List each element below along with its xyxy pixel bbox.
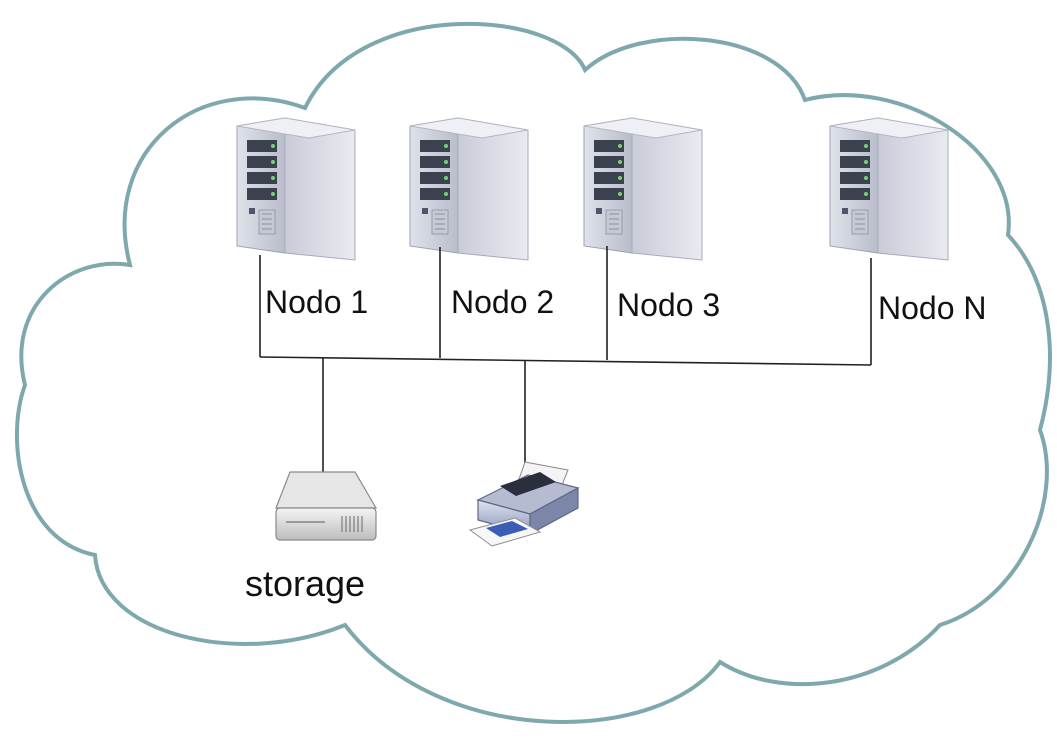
printer-icon <box>468 461 580 547</box>
storage-label: storage <box>245 563 366 604</box>
hard-drive-icon <box>275 471 378 541</box>
node-label-n: Nodo N <box>878 290 987 326</box>
node-label-3: Nodo 3 <box>617 287 721 323</box>
node-label-2: Nodo 2 <box>451 284 555 320</box>
network-lines <box>259 246 872 472</box>
server-icon-node-2 <box>409 117 529 261</box>
server-icon-node-n <box>829 117 949 261</box>
server-icon-node-3 <box>583 117 703 261</box>
node-label-1: Nodo 1 <box>265 284 369 320</box>
server-icon-node-1 <box>236 117 356 261</box>
